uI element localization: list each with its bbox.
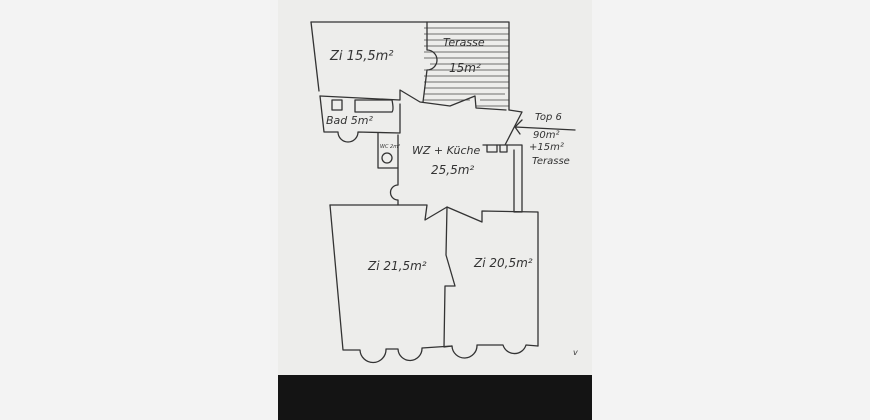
unit-annotation: Top 6 90m² +15m² Terasse v xyxy=(529,112,578,357)
terrace-hatching xyxy=(424,27,509,107)
room-label-zi-left: Zi 21,5m² xyxy=(367,259,427,273)
room-label-zi-right: Zi 20,5m² xyxy=(473,256,533,270)
room-label-wz-kueche: WZ + Küche xyxy=(412,144,481,157)
room-label-terasse-area: 15m² xyxy=(449,61,481,75)
room-label-zi-top: Zi 15,5m² xyxy=(329,49,394,64)
dark-background-strip xyxy=(278,375,592,420)
unit-name: Top 6 xyxy=(535,112,562,123)
unit-extra-label: Terasse xyxy=(532,156,570,167)
room-label-wz-area: 25,5m² xyxy=(431,163,474,177)
room-label-bad: Bad 5m² xyxy=(326,114,373,127)
walls xyxy=(310,21,576,364)
paper-sheet xyxy=(278,0,592,375)
room-label-terasse: Terasse xyxy=(443,36,485,49)
room-labels: Zi 15,5m² Terasse 15m² Bad 5m² WC 2m² WZ… xyxy=(326,36,533,273)
corner-mark: v xyxy=(573,348,578,357)
room-label-wc: WC 2m² xyxy=(380,144,400,150)
unit-total-area: 90m² xyxy=(533,130,559,141)
unit-extra-area: +15m² xyxy=(529,142,564,153)
